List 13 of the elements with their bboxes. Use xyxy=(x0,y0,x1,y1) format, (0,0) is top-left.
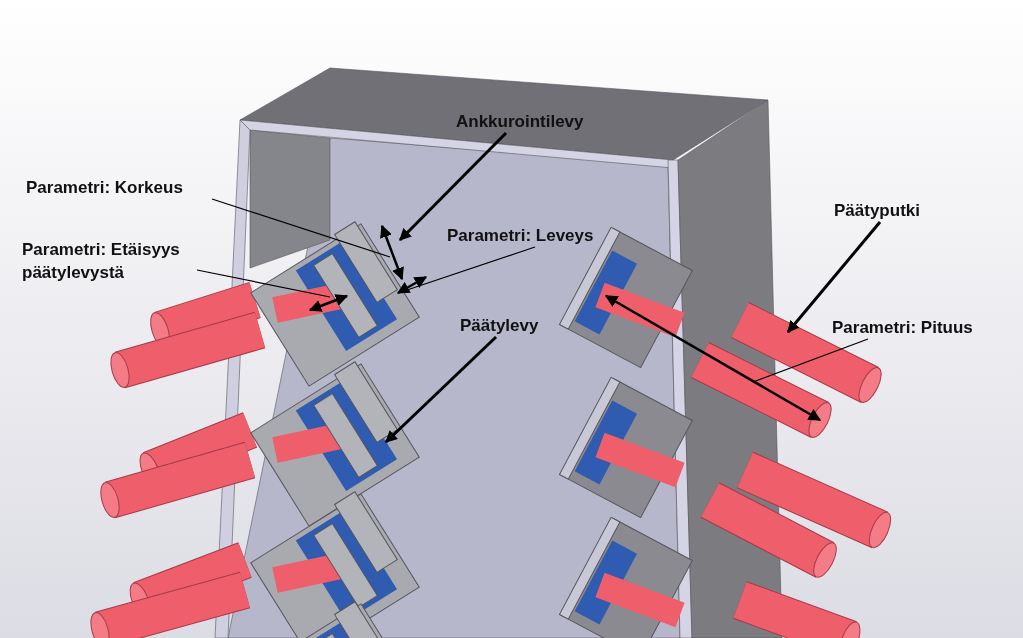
callout-label: Päätyputki xyxy=(834,199,920,222)
callout-label: Parametri: Pituus xyxy=(832,316,973,339)
callout-label: Päätylevy xyxy=(460,314,539,337)
leader-line xyxy=(196,269,331,298)
callout-label: Parametri: Leveys xyxy=(447,224,594,247)
leader-line xyxy=(406,246,536,291)
leader-line xyxy=(211,198,391,258)
leader-arrow xyxy=(384,335,498,444)
callout-label: Ankkurointilevy xyxy=(456,110,584,133)
callout-label: Parametri: Korkeus xyxy=(26,176,183,199)
leader-line xyxy=(752,338,869,383)
leader-arrow xyxy=(786,221,882,333)
callout-label: Parametri: Etäisyys päätylevystä xyxy=(22,238,197,284)
